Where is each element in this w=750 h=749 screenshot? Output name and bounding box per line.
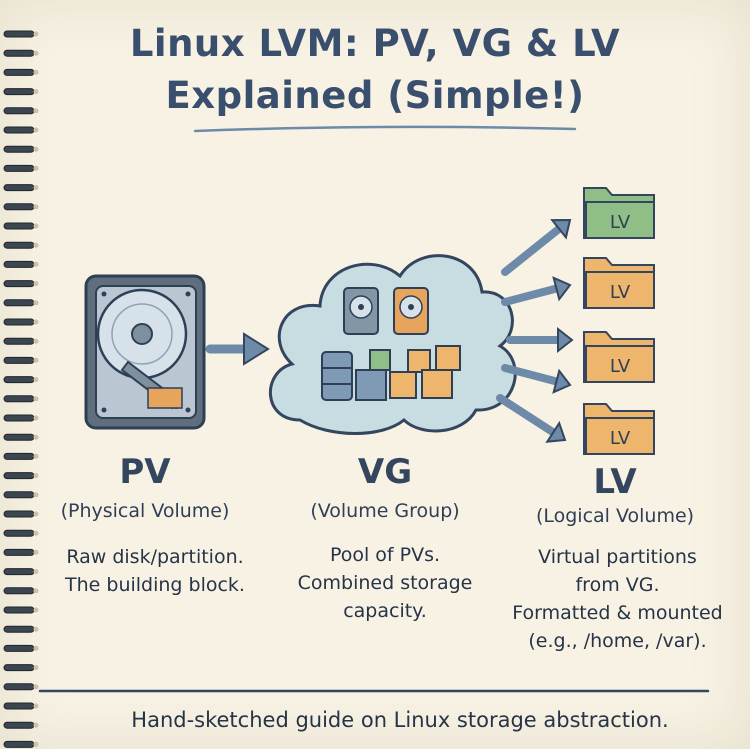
ring-hole	[33, 223, 39, 229]
arrow-icon	[501, 364, 561, 386]
pv-subtitle: (Physical Volume)	[60, 500, 230, 522]
cloud-icon	[268, 254, 517, 435]
database-icon	[321, 351, 353, 401]
ring-hole	[33, 261, 39, 267]
page-title-line-2: Explained (Simple!)	[165, 74, 585, 117]
ring-hole	[33, 357, 39, 363]
fan-arrows	[496, 218, 574, 443]
ring-hole	[33, 415, 39, 421]
ring-hole	[33, 50, 39, 56]
ring-hole	[33, 31, 39, 37]
ring-hole	[33, 319, 39, 325]
spiral-binding-icon	[3, 30, 39, 748]
lv-subtitle: (Logical Volume)	[535, 505, 695, 527]
ring-hole	[33, 281, 39, 287]
folder-icon: LV	[583, 187, 655, 239]
vg-desc-line-1: Pool of PVs.	[329, 544, 441, 566]
vg-heading: VG	[357, 452, 413, 492]
ring-hole	[33, 626, 39, 632]
ring-hole	[33, 511, 39, 517]
page-title-line-1: Linux LVM: PV, VG & LV	[129, 22, 621, 65]
vg-desc-line-2: Combined storage	[297, 572, 473, 594]
folder-label: LV	[610, 356, 631, 377]
folder-icon: LV	[583, 257, 655, 309]
ring-hole	[33, 108, 39, 114]
ring-hole	[33, 703, 39, 709]
ring-hole	[33, 185, 39, 191]
arrow-icon	[496, 394, 558, 437]
folder-front	[585, 271, 655, 309]
lv-desc-line-2: from VG.	[575, 574, 660, 596]
pv-desc-line-2: The building block.	[65, 574, 245, 596]
ring-hole	[33, 242, 39, 248]
ring-hole	[33, 377, 39, 383]
hard-drive-icon	[84, 274, 206, 430]
ring-hole	[33, 146, 39, 152]
ring-hole	[33, 607, 39, 613]
ring-hole	[33, 127, 39, 133]
title-underline	[193, 125, 577, 133]
ring-hole	[33, 396, 39, 402]
arrow-head	[557, 326, 574, 354]
ring-hole	[33, 741, 39, 747]
ring-hole	[33, 530, 39, 536]
ring-hole	[33, 645, 39, 651]
arrow-icon	[205, 332, 270, 366]
vg-desc-line-3: capacity.	[343, 600, 427, 622]
footer-caption: Hand-sketched guide on Linux storage abs…	[131, 708, 669, 732]
folder-front	[585, 417, 655, 455]
lv-desc-line-4: (e.g., /home, /var).	[528, 630, 707, 652]
ring-hole	[33, 549, 39, 555]
ring-hole	[33, 204, 39, 210]
ring-hole	[33, 569, 39, 575]
folder-label: LV	[610, 428, 631, 449]
folder-label: LV	[610, 212, 631, 233]
vg-subtitle: (Volume Group)	[310, 500, 460, 522]
lv-desc-line-1: Virtual partitions	[538, 546, 697, 568]
arrow-head	[552, 368, 572, 394]
arrow-icon	[501, 224, 564, 276]
pv-desc-line-1: Raw disk/partition.	[66, 546, 244, 568]
folder-icon: LV	[583, 331, 655, 383]
folder-icon: LV	[583, 403, 655, 455]
arrow-head	[545, 420, 567, 443]
ring-hole	[33, 89, 39, 95]
hard-drive-icon	[343, 287, 429, 335]
ring-hole	[33, 492, 39, 498]
ring-hole	[33, 684, 39, 690]
arrow-icon	[501, 284, 561, 306]
ring-hole	[33, 453, 39, 459]
ring-hole	[33, 338, 39, 344]
ring-hole	[33, 69, 39, 75]
pv-heading: PV	[119, 452, 171, 492]
ring-hole	[33, 722, 39, 728]
folder-label: LV	[610, 282, 631, 303]
folder-front	[585, 201, 655, 239]
cube-icon	[355, 345, 461, 401]
ring-hole	[33, 665, 39, 671]
ring-hole	[33, 588, 39, 594]
ring-hole	[33, 165, 39, 171]
arrow-head	[552, 276, 572, 302]
folder-front	[585, 345, 655, 383]
lv-desc-line-3: Formatted & mounted	[512, 602, 723, 624]
ring-hole	[33, 473, 39, 479]
arrow-head	[550, 218, 572, 240]
ring-hole	[33, 434, 39, 440]
ring-hole	[33, 300, 39, 306]
lv-heading: LV	[593, 462, 637, 502]
